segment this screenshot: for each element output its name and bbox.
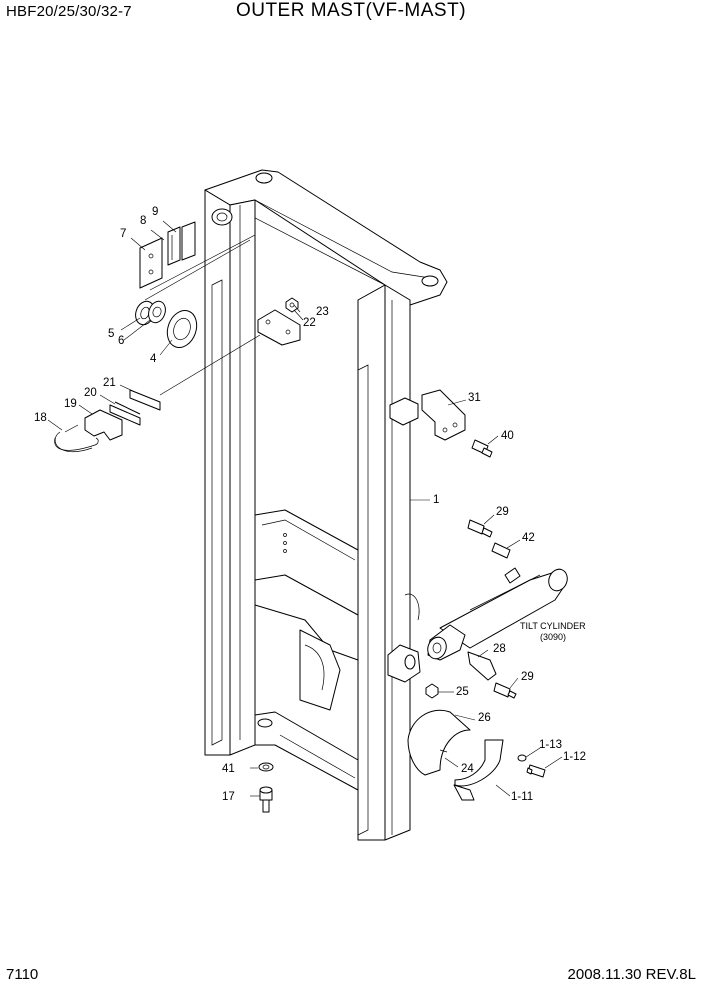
callout-1-13: 1-13 <box>539 739 562 751</box>
date-revision: 2008.11.30 REV.8L <box>567 966 696 983</box>
roller-bracket-parts <box>139 208 233 289</box>
callout-1: 1 <box>433 494 439 506</box>
callout-29-top: 29 <box>496 506 509 518</box>
callout-20: 20 <box>84 387 97 399</box>
callout-21: 21 <box>103 377 116 389</box>
washer-bearing-parts <box>135 300 198 348</box>
callout-25: 25 <box>456 686 469 698</box>
callout-4: 4 <box>150 353 157 365</box>
callout-29-bottom: 29 <box>521 671 534 683</box>
callout-23: 23 <box>316 306 329 318</box>
leader-lines <box>47 220 563 797</box>
model-number: HBF20/25/30/32-7 <box>6 3 132 20</box>
callout-22: 22 <box>303 317 316 329</box>
callout-7: 7 <box>120 228 126 240</box>
tilt-cylinder-ref: (3090) <box>540 632 566 642</box>
page-number: 7110 <box>6 966 39 983</box>
callout-9: 9 <box>152 206 158 218</box>
tilt-cylinder-label: TILT CYLINDER <box>520 621 586 631</box>
callout-19: 19 <box>64 398 77 410</box>
callout-42: 42 <box>522 532 535 544</box>
callout-26: 26 <box>478 712 491 724</box>
page-title: OUTER MAST(VF-MAST) <box>235 0 467 21</box>
clamp-parts-18-21 <box>54 389 161 453</box>
outer-mast-frame <box>204 169 448 841</box>
callout-41: 41 <box>222 763 235 775</box>
callout-6: 6 <box>118 335 124 347</box>
callout-labels: 9 8 7 5 6 4 23 22 21 20 19 18 31 40 1 29… <box>34 206 586 803</box>
callout-24: 24 <box>461 763 474 775</box>
callout-40: 40 <box>501 430 514 442</box>
callout-18: 18 <box>34 412 47 424</box>
callout-31: 31 <box>468 392 481 404</box>
bolt-washer-41-17 <box>258 762 274 813</box>
tilt-cylinder <box>427 519 568 699</box>
trunnion-parts <box>407 683 546 801</box>
callout-8: 8 <box>140 215 146 227</box>
callout-28: 28 <box>493 643 506 655</box>
callout-5: 5 <box>108 328 114 340</box>
plate-22-23 <box>257 297 301 346</box>
bracket-31-40 <box>389 389 493 458</box>
callout-1-11: 1-11 <box>511 791 533 803</box>
callout-1-12: 1-12 <box>563 751 586 763</box>
callout-17: 17 <box>222 791 235 803</box>
